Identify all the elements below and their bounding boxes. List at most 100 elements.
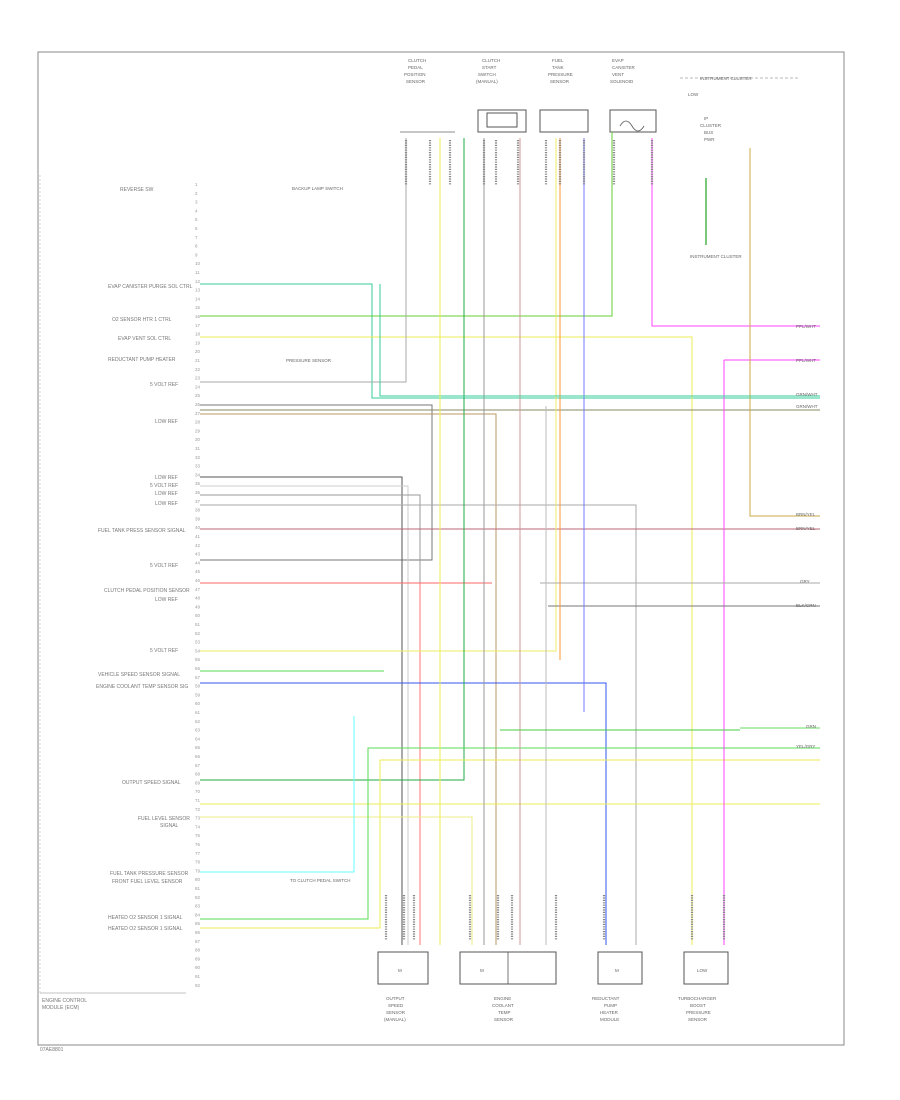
pin-number: 20 bbox=[195, 349, 201, 354]
output-speed-sensor-box bbox=[377, 951, 429, 985]
pin-number: 49 bbox=[195, 604, 201, 609]
bottom-box-label-3: M bbox=[615, 968, 619, 973]
pin-number: 90 bbox=[195, 965, 201, 970]
right-label-2: PPL/WHT bbox=[796, 358, 816, 363]
ecm-label-1: ENGINE CONTROL bbox=[42, 998, 87, 1004]
wire bbox=[200, 138, 465, 781]
pin-number: 41 bbox=[195, 534, 201, 539]
pin-number: 50 bbox=[195, 613, 201, 618]
bottom-comp-3-l1: REDUCTANT bbox=[592, 996, 620, 1001]
right-label-9: GRN bbox=[806, 724, 816, 729]
pin-number: 74 bbox=[195, 824, 201, 829]
ic-line-4: PWR bbox=[704, 137, 715, 142]
label-fuel-tank-press: FUEL TANK PRESS SENSOR SIGNAL bbox=[98, 528, 186, 534]
left-labels: REVERSE SW EVAP CANISTER PURGE SOL CTRL … bbox=[96, 187, 193, 932]
wire bbox=[749, 148, 820, 517]
pin-number: 83 bbox=[195, 904, 201, 909]
top-comp-2-l2: START bbox=[482, 65, 497, 70]
pin-number: 38 bbox=[195, 508, 201, 513]
pin-number: 31 bbox=[195, 446, 201, 451]
top-comp-4-l2: CANISTER bbox=[612, 65, 636, 70]
bottom-box-label-4: LOW bbox=[697, 968, 708, 973]
pin-number: 53 bbox=[195, 640, 201, 645]
note-pressure-sensor: PRESSURE SENSOR bbox=[286, 358, 332, 363]
label-vehicle-speed: VEHICLE SPEED SENSOR SIGNAL bbox=[98, 672, 180, 678]
label-reverse-sw: REVERSE SW bbox=[120, 187, 154, 193]
top-component-fuel-tank-pressure: FUEL TANK PRESSURE SENSOR bbox=[539, 58, 589, 133]
wires bbox=[200, 132, 820, 945]
pin-number: 10 bbox=[195, 261, 201, 266]
label-output-speed: OUTPUT SPEED SIGNAL bbox=[122, 780, 181, 786]
pin-number: 21 bbox=[195, 358, 201, 363]
label-fuel-level-b: SIGNAL bbox=[160, 823, 179, 829]
wire bbox=[200, 404, 433, 561]
wire bbox=[651, 138, 820, 327]
pin-number: 63 bbox=[195, 728, 201, 733]
bottom-box-label-1: M bbox=[398, 968, 402, 973]
pin-number: 67 bbox=[195, 763, 201, 768]
bottom-comp-1-l3: SENSOR bbox=[386, 1010, 406, 1015]
pin-number: 39 bbox=[195, 516, 201, 521]
right-label-10: YEL/GRY bbox=[796, 744, 815, 749]
top-comp-3-l4: SENSOR bbox=[550, 79, 570, 84]
bottom-comp-1-l4: (MANUAL) bbox=[384, 1017, 406, 1022]
pin-number: 40 bbox=[195, 525, 201, 530]
bottom-comp-1-l1: OUTPUT bbox=[386, 996, 405, 1001]
wire bbox=[200, 716, 355, 873]
note-backup-lamp: BACKUP LAMP SWITCH bbox=[292, 186, 343, 191]
pin-number: 64 bbox=[195, 736, 201, 741]
right-wire-labels: PPL/WHT PPL/WHT GRN/WHT GRN/WHT BRN/YEL … bbox=[796, 324, 818, 749]
pin-number: 82 bbox=[195, 895, 201, 900]
top-comp-2-l1: CLUTCH bbox=[482, 58, 500, 63]
bottom-comp-2-l4: SENSOR bbox=[494, 1017, 514, 1022]
top-comp-3-l2: TANK bbox=[552, 65, 564, 70]
pin-number: 52 bbox=[195, 631, 201, 636]
pin-number: 33 bbox=[195, 464, 201, 469]
bottom-comp-3-l4: MODULE bbox=[600, 1017, 619, 1022]
pin-number: 28 bbox=[195, 420, 201, 425]
pin-number: 32 bbox=[195, 455, 201, 460]
pin-number: 69 bbox=[195, 780, 201, 785]
wire bbox=[200, 747, 820, 920]
wire bbox=[200, 682, 607, 945]
label-5v-ref-1: 5 VOLT REF bbox=[150, 382, 178, 388]
reductant-module-box bbox=[597, 951, 643, 985]
right-label-7: GRY bbox=[800, 579, 810, 584]
pin-number: 8 bbox=[195, 244, 198, 249]
pin-number: 9 bbox=[195, 252, 198, 257]
right-label-8: BLK/GRN bbox=[796, 603, 816, 608]
wire bbox=[200, 504, 637, 945]
pin-number: 54 bbox=[195, 648, 201, 653]
wire bbox=[200, 336, 693, 945]
pin-number: 44 bbox=[195, 560, 201, 565]
instrument-cluster-block: INSTRUMENT CLUSTER LOW IP CLUSTER BUS PW… bbox=[680, 76, 800, 259]
pin-number: 85 bbox=[195, 921, 201, 926]
pin-number: 75 bbox=[195, 833, 201, 838]
label-low-ref-1: LOW REF bbox=[155, 419, 178, 425]
wire bbox=[200, 759, 820, 929]
pin-number: 14 bbox=[195, 296, 201, 301]
pin-number: 91 bbox=[195, 974, 201, 979]
corner-code: 07AE8801 bbox=[40, 1047, 64, 1053]
ecm-label-2: MODULE (ECM) bbox=[42, 1005, 80, 1011]
wire bbox=[379, 284, 820, 397]
right-label-5: BRN/YEL bbox=[796, 512, 816, 517]
pin-number: 5 bbox=[195, 217, 198, 222]
pin-number: 7 bbox=[195, 235, 198, 240]
pin-number: 27 bbox=[195, 411, 201, 416]
pin-number: 37 bbox=[195, 499, 201, 504]
bottom-comp-4-l3: PRESSURE bbox=[686, 1010, 711, 1015]
pin-number: 55 bbox=[195, 657, 201, 662]
pin-number: 56 bbox=[195, 666, 201, 671]
pin-number: 84 bbox=[195, 912, 201, 917]
wire bbox=[200, 132, 613, 317]
right-label-3: GRN/WHT bbox=[796, 392, 818, 397]
ecm-pin-column: 1234567891011121314151617181920212223242… bbox=[195, 182, 201, 988]
pin-number: 1 bbox=[195, 182, 198, 187]
bottom-comp-4-l1: TURBOCHARGER bbox=[678, 996, 717, 1001]
bottom-comp-4-l4: SENSOR bbox=[688, 1017, 708, 1022]
ic-sub: LOW bbox=[688, 92, 699, 97]
bottom-comp-2-l3: TEMP bbox=[498, 1010, 511, 1015]
pin-number: 13 bbox=[195, 288, 201, 293]
label-low-ref-4: LOW REF bbox=[155, 501, 178, 507]
